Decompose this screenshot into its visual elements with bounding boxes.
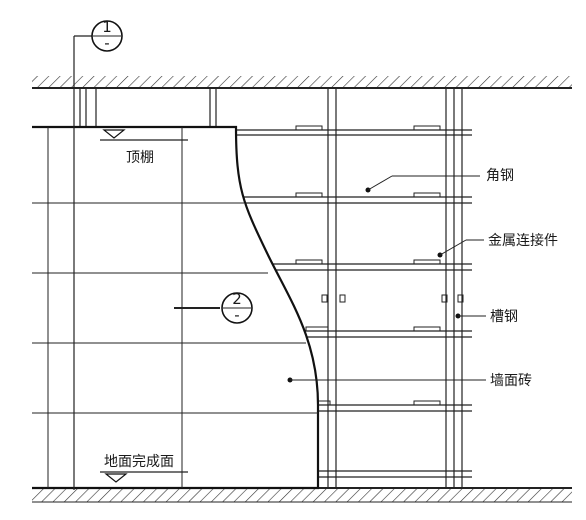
section-mark-2-number: 2 [232, 290, 242, 308]
ceiling-level-marker: 顶棚 [100, 129, 188, 166]
section-mark-1-sheet: - [104, 34, 109, 52]
floor-finish-label: 地面完成面 [104, 454, 174, 470]
floor-level-marker: 地面完成面 [100, 454, 188, 483]
channel-steel-frame [327, 88, 463, 488]
ceiling-slab [32, 76, 572, 89]
section-mark-2-sheet: - [234, 306, 239, 324]
callout-angle-steel: 角钢 [486, 168, 514, 184]
ceiling-hangers [79, 88, 217, 127]
callout-wall-tile: 墙面砖 [490, 373, 532, 389]
section-mark-1: 1 - [73, 18, 123, 490]
callout-metal-connector: 金属连接件 [488, 232, 558, 249]
floor-slab [32, 487, 572, 503]
callout-leaders [287, 175, 486, 383]
metal-connector-blocks [295, 125, 464, 406]
section-mark-1-number: 1 [102, 18, 112, 36]
ceiling-label: 顶棚 [126, 150, 154, 166]
callout-channel-steel: 槽钢 [490, 309, 518, 325]
section-mark-2: 2 - [174, 290, 253, 324]
